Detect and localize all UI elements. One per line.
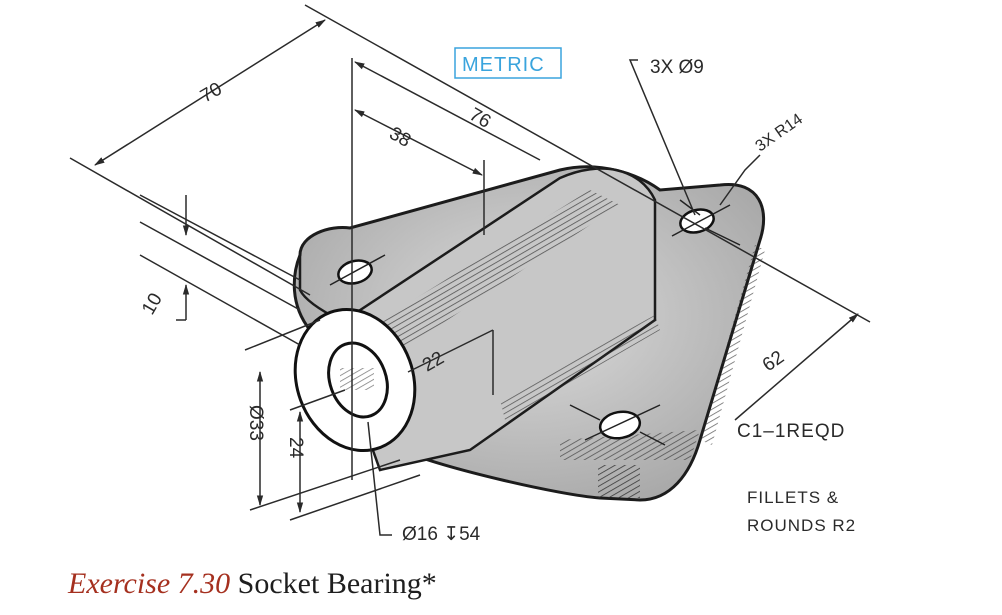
part-body [292,165,766,502]
callout-mounting-holes: 3X Ø9 [650,57,704,78]
dimension-lines [69,4,871,536]
dim-boss-diameter: Ø33 [245,405,266,441]
note-fillets-line2: ROUNDS R2 [747,516,856,535]
exercise-label: Exercise 7.30 [68,567,231,600]
note-fillets-line1: FILLETS & [747,488,839,507]
dim-overall-width: 70 [197,79,226,108]
dim-flange-thickness: 10 [138,290,167,319]
callout-bore: Ø16 ↧54 [402,524,481,545]
callout-corner-radius: 3X R14 [753,111,807,156]
dim-center-height: 24 [285,437,306,459]
metric-badge: METRIC [454,47,562,79]
note-material-qty: C1–1REQD [737,421,845,442]
figure-caption: Exercise 7.30 Socket Bearing* [68,567,437,601]
caption-title: Socket Bearing* [237,567,437,600]
dim-hole-spacing: 62 [759,347,788,376]
metric-label: METRIC [462,54,545,76]
